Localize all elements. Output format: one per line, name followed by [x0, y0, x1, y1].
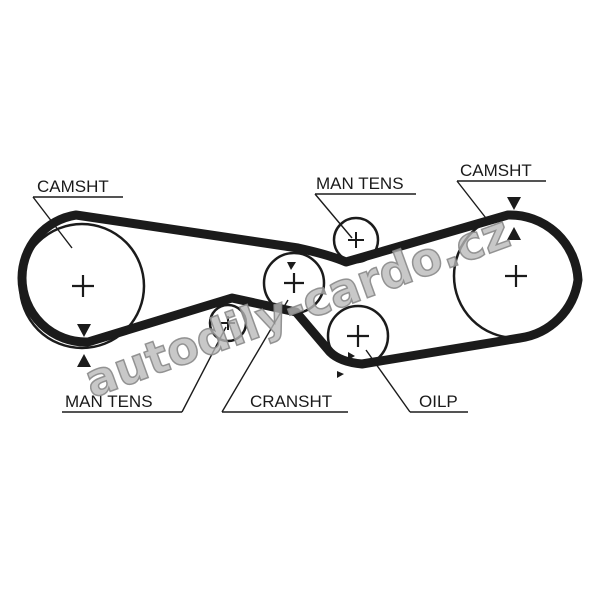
- leader-man-tens-bottom: [181, 326, 227, 413]
- label-camshaft-right: CAMSHT: [460, 161, 532, 180]
- timing-belt: [17, 210, 583, 369]
- timing-mark-icon: [77, 354, 91, 367]
- timing-mark-icon: [507, 227, 521, 240]
- leader-camshaft-left: [32, 196, 73, 249]
- leader-oil-pump: [365, 349, 411, 413]
- leader-man-tens-top: [314, 193, 353, 239]
- center-cross-icon: [72, 275, 94, 297]
- camshaft-left-pulley: [18, 222, 146, 367]
- timing-mark-icon: [507, 197, 521, 210]
- camshaft-right-pulley: [452, 197, 580, 340]
- timing-mark-icon: [287, 262, 296, 270]
- timing-mark-icon: [337, 371, 344, 378]
- center-cross-icon: [347, 325, 369, 347]
- man-tens-bottom-pulley: [208, 303, 248, 343]
- center-cross-icon: [221, 316, 235, 330]
- label-camshaft-left: CAMSHT: [37, 177, 109, 196]
- timing-mark-icon: [77, 324, 91, 337]
- leader-camshaft-right: [456, 180, 490, 223]
- crankshaft-pulley: [262, 251, 326, 315]
- oil-pump-pulley: [326, 304, 390, 378]
- watermark-text: autodily-cardo.cz: [77, 204, 516, 408]
- label-crankshaft: CRANSHT: [250, 392, 332, 411]
- label-man-tens-top: MAN TENS: [316, 174, 404, 193]
- leader-crankshaft: [221, 299, 289, 413]
- center-cross-icon: [505, 265, 527, 287]
- label-oil-pump: OILP: [419, 392, 458, 411]
- center-cross-icon: [284, 273, 304, 293]
- man-tens-top-pulley: [332, 216, 380, 264]
- label-man-tens-bottom: MAN TENS: [65, 392, 153, 411]
- center-cross-icon: [348, 232, 364, 248]
- leader-lines: [32, 180, 546, 413]
- timing-mark-icon: [348, 352, 355, 360]
